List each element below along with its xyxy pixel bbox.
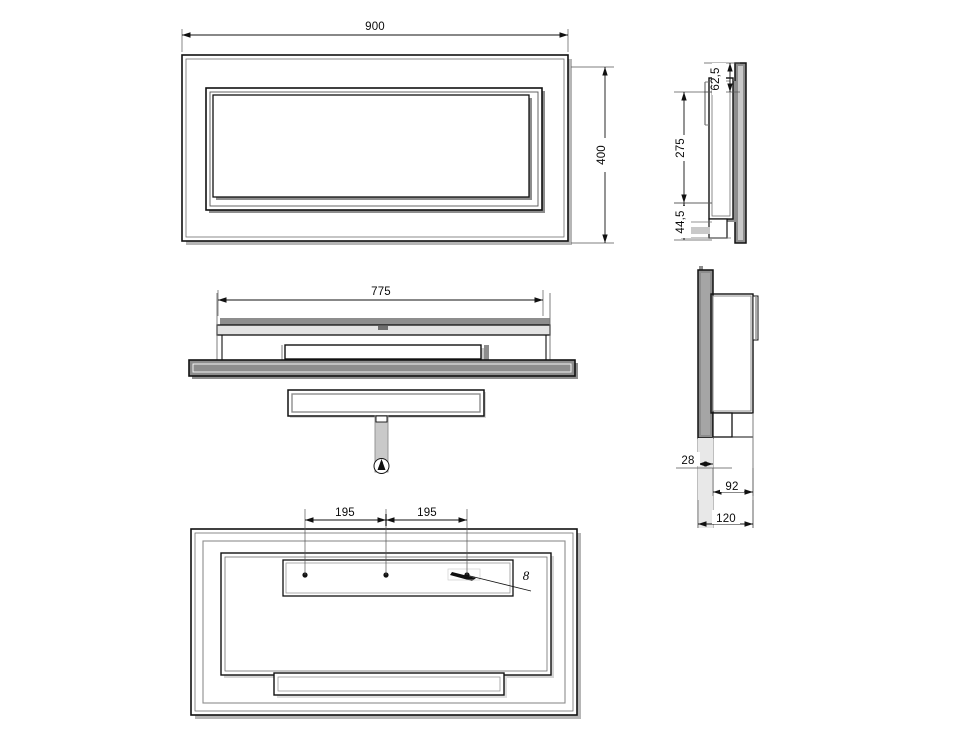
bracket-bar-inner (291, 393, 481, 413)
dimension-275: 275 (674, 91, 712, 204)
dim-400-label: 400 (596, 145, 608, 165)
plan-section-view: 775 A (188, 283, 578, 474)
side-bot-cap (699, 266, 703, 272)
plan-base-inner (192, 363, 572, 373)
dim-900-text-bg (358, 18, 392, 32)
side-bot-body-inner (712, 295, 752, 412)
dim-120-text-bg (712, 510, 740, 524)
dimension-775: 775 (217, 283, 544, 316)
dimension-62-5: 62,5 (704, 62, 740, 95)
dim-195-left-label: 195 (335, 507, 355, 519)
dim-445-label: 44,5 (675, 210, 687, 233)
dim-400-text-bg (598, 138, 612, 172)
leader-line-8 (465, 574, 532, 592)
dim-195-left-bg (330, 504, 360, 518)
dimension-120: 120 (697, 500, 754, 528)
callout-8: 8 (465, 566, 534, 592)
keyhole-slot (450, 572, 476, 581)
detail-marker-triangle (377, 459, 386, 470)
dim-445-text-bg (677, 206, 691, 238)
dim-92-text-bg (720, 478, 744, 492)
dim-195-right-bg (412, 504, 442, 518)
dim-775-label: 775 (371, 286, 391, 298)
dim-275-text-bg (677, 135, 691, 161)
plan-center-right-step (484, 345, 489, 360)
side-top-body-inner (711, 80, 731, 217)
dim-28-label: 28 (681, 455, 694, 467)
dimension-195-pair: 195 195 (304, 504, 468, 575)
rear-elevation-view: 8 195 195 (190, 504, 581, 719)
side-bot-backplate-inner (701, 273, 710, 435)
dim-625-text-bg (712, 63, 726, 95)
dim-195-right-label: 195 (417, 507, 437, 519)
dim-8-text-bg (518, 566, 534, 582)
dim-8-label: 8 (523, 568, 530, 583)
side-bot-ext-fill (698, 438, 713, 528)
keyhole-slot-box (447, 568, 481, 581)
dimension-28: 28 (676, 452, 732, 469)
rear-bottom-channel-inner (277, 676, 501, 692)
dim-28-text-bg (676, 452, 700, 466)
dimension-400: 400 (571, 66, 614, 244)
side-top-backplate-inner (738, 66, 743, 240)
detail-marker-label: A (378, 460, 385, 470)
dim-775-text-bg (364, 283, 397, 297)
dim-275-label: 275 (675, 138, 687, 158)
side-bot-foot (712, 412, 733, 438)
side-elevation-top-view: 62,5 275 44,5 (674, 62, 747, 244)
dimension-900: 900 (181, 18, 569, 52)
plan-center-tick (378, 326, 388, 330)
front-inner-panel (212, 94, 530, 198)
dim-92-label: 92 (725, 481, 738, 493)
dim-900-label: 900 (365, 21, 385, 33)
detail-leader-head (375, 415, 388, 423)
dimension-92: 92 (712, 468, 754, 496)
dim-120-label: 120 (716, 513, 736, 525)
dim-625-label: 62,5 (710, 67, 722, 90)
side-section-bottom-view: 28 92 120 (676, 266, 759, 528)
front-elevation-view: 900 400 (181, 18, 614, 245)
plan-center-block (284, 344, 482, 360)
bracket-bar-detail: A (287, 389, 486, 474)
plan-upper-band (220, 318, 550, 326)
side-top-foot-tail (681, 227, 710, 234)
dimension-44-5: 44,5 (674, 202, 712, 241)
